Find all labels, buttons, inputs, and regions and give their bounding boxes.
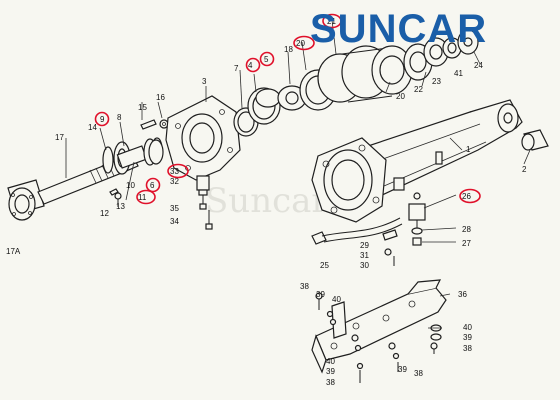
label-33: 33 bbox=[170, 167, 179, 176]
hydraulic-pipe bbox=[311, 217, 403, 266]
highlight-20 bbox=[293, 35, 315, 51]
label-13: 13 bbox=[116, 202, 125, 211]
label-38-lower: 38 bbox=[414, 369, 423, 378]
seal-6 bbox=[148, 139, 164, 165]
highlight-11 bbox=[136, 189, 156, 205]
label-35: 35 bbox=[170, 204, 179, 213]
bolts-12-13 bbox=[109, 188, 122, 207]
label-41: 41 bbox=[454, 69, 463, 78]
label-20: 20 bbox=[396, 92, 405, 101]
leader-lines bbox=[65, 19, 531, 329]
fitting-26-assembly bbox=[408, 192, 426, 246]
highlight-circles bbox=[94, 13, 481, 205]
label-14: 14 bbox=[88, 123, 97, 132]
bolt-stacks bbox=[315, 292, 442, 383]
highlight-33 bbox=[167, 163, 189, 179]
label-39-lower: 39 bbox=[398, 365, 407, 374]
label-7: 7 bbox=[234, 64, 239, 73]
label-29: 29 bbox=[360, 241, 369, 250]
label-11: 11 bbox=[138, 193, 147, 202]
highlight-6 bbox=[145, 177, 161, 193]
highlight-9 bbox=[94, 111, 110, 127]
label-38-bottom: 38 bbox=[326, 378, 335, 387]
label-5: 5 bbox=[264, 55, 269, 64]
label-16: 16 bbox=[156, 93, 165, 102]
label-17a: 17A bbox=[6, 247, 21, 256]
highlight-26 bbox=[459, 188, 481, 204]
label-12: 12 bbox=[100, 209, 109, 218]
label-39-right: 39 bbox=[463, 333, 472, 342]
label-3: 3 bbox=[202, 77, 207, 86]
label-38-right: 38 bbox=[463, 344, 472, 353]
label-34: 34 bbox=[170, 217, 179, 226]
label-24: 24 bbox=[474, 61, 483, 70]
label-39-top: 39 bbox=[316, 290, 325, 299]
highlight-5 bbox=[259, 51, 275, 67]
cylinder-barrel bbox=[311, 99, 523, 223]
label-30: 30 bbox=[360, 261, 369, 270]
label-39-bottom: 39 bbox=[326, 367, 335, 376]
label-25: 25 bbox=[320, 261, 329, 270]
label-40-right: 40 bbox=[463, 323, 472, 332]
flange-yoke bbox=[7, 179, 45, 221]
label-31: 31 bbox=[360, 251, 369, 260]
highlight-21 bbox=[322, 13, 342, 29]
label-26: 26 bbox=[462, 192, 471, 201]
bushing bbox=[521, 129, 549, 151]
ring-stack bbox=[233, 43, 433, 137]
label-1: 1 bbox=[466, 145, 471, 154]
bracket-plate bbox=[311, 279, 447, 374]
brand-text: SUNCAR bbox=[310, 7, 487, 51]
label-27: 27 bbox=[462, 239, 471, 248]
label-38-top: 38 bbox=[300, 282, 309, 291]
label-22: 22 bbox=[414, 85, 423, 94]
highlight-4 bbox=[245, 57, 261, 73]
label-2: 2 bbox=[522, 165, 527, 174]
label-20-top: 20 bbox=[296, 39, 305, 48]
label-18: 18 bbox=[284, 45, 293, 54]
label-8: 8 bbox=[117, 113, 122, 122]
label-40-top: 40 bbox=[332, 295, 341, 304]
housing-flange bbox=[165, 95, 241, 181]
label-21: 21 bbox=[327, 17, 336, 26]
label-36: 36 bbox=[458, 290, 467, 299]
label-6: 6 bbox=[150, 181, 155, 190]
part-labels: 17 17A 14 9 8 15 16 3 7 4 5 18 20 21 20 … bbox=[6, 17, 527, 387]
watermark-text: Suncar bbox=[205, 181, 328, 221]
bolt-15-washer-16 bbox=[140, 119, 169, 130]
grease-fitting-assembly bbox=[196, 175, 213, 230]
end-nut-washers bbox=[423, 29, 479, 67]
label-15: 15 bbox=[138, 103, 147, 112]
label-23: 23 bbox=[432, 77, 441, 86]
label-10: 10 bbox=[126, 181, 135, 190]
label-9: 9 bbox=[100, 115, 105, 124]
label-17: 17 bbox=[55, 133, 64, 142]
label-4: 4 bbox=[248, 61, 253, 70]
label-40-bottom: 40 bbox=[326, 357, 335, 366]
label-28: 28 bbox=[462, 225, 471, 234]
label-32: 32 bbox=[170, 177, 179, 186]
brand-logo: SUNCAR bbox=[310, 7, 487, 51]
